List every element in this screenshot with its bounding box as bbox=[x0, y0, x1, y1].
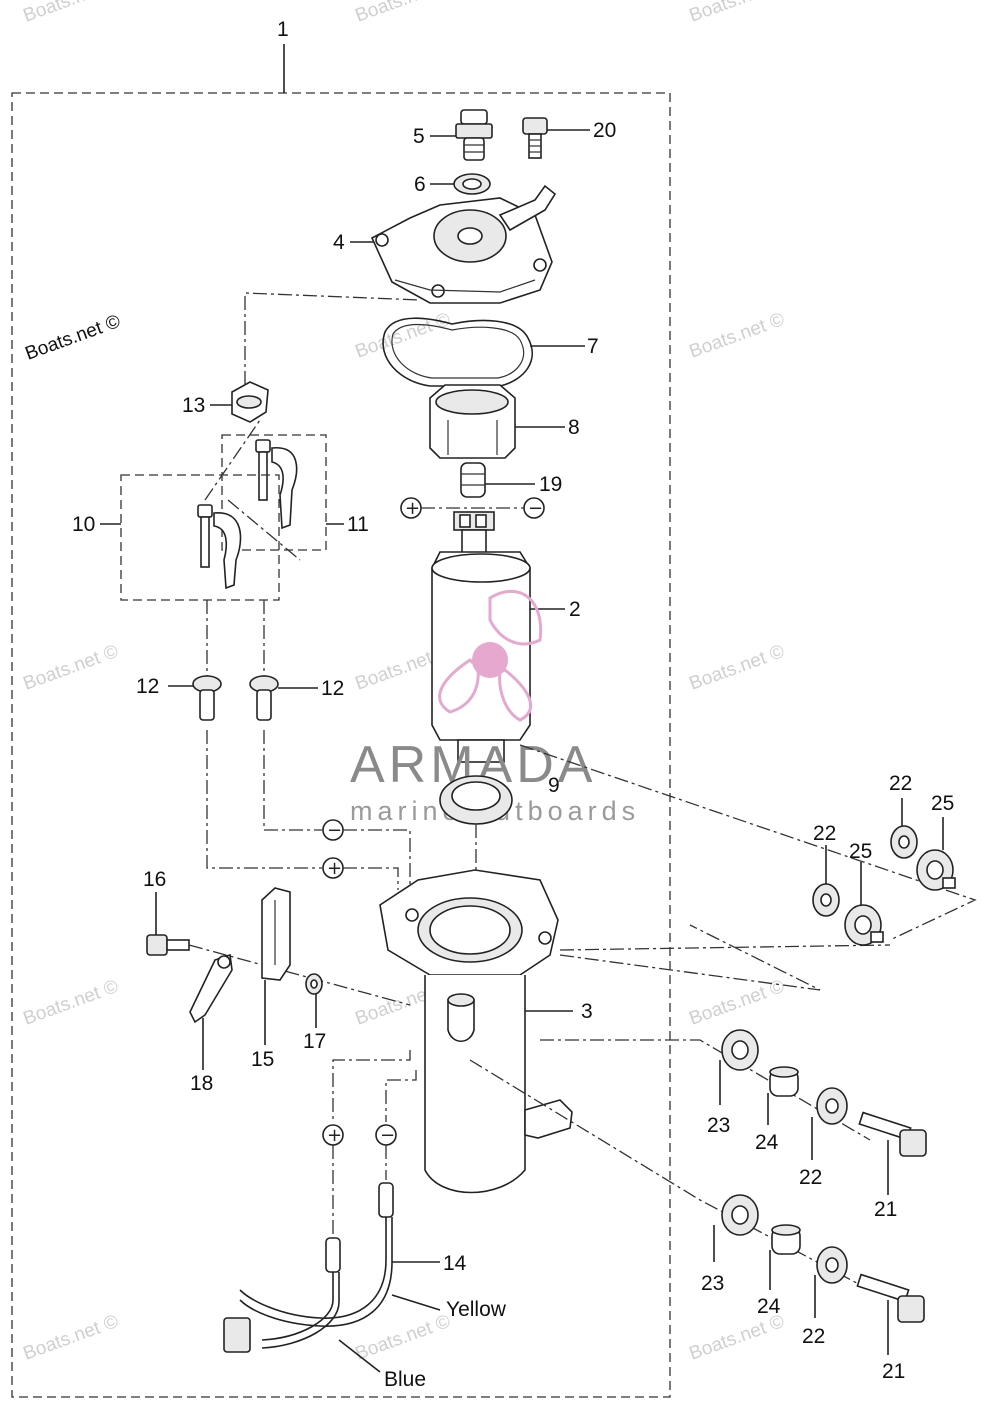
callout-25-upper: 25 bbox=[931, 792, 954, 815]
watermark: Boats.net © bbox=[21, 0, 122, 27]
watermark: Boats.net © bbox=[21, 641, 122, 695]
mount-grommet-part-25-middle bbox=[844, 904, 884, 946]
bolt-part-16 bbox=[146, 934, 190, 956]
callout-12-left: 12 bbox=[136, 675, 159, 698]
callout-3: 3 bbox=[581, 1000, 593, 1023]
gasket-part-7 bbox=[382, 317, 533, 387]
callout-24-lower: 24 bbox=[757, 1295, 781, 1318]
grommet-part-23-upper bbox=[721, 1029, 759, 1071]
callout-21-upper: 21 bbox=[874, 1198, 897, 1221]
svg-text:−: − bbox=[327, 820, 342, 841]
seal-part-9 bbox=[439, 775, 513, 825]
collar-part-24-upper bbox=[769, 1066, 799, 1097]
callout-15: 15 bbox=[251, 1048, 274, 1071]
svg-text:+: + bbox=[327, 858, 342, 879]
watermark: Boats.net © bbox=[687, 641, 788, 695]
mount-washer-part-22-middle bbox=[812, 883, 840, 917]
mount-grommet-part-25-upper bbox=[916, 849, 956, 891]
watermark: Boats.net © bbox=[353, 0, 454, 27]
holder-part-8 bbox=[429, 384, 516, 459]
callout-11: 11 bbox=[347, 513, 369, 536]
cap-part-13 bbox=[231, 381, 269, 423]
watermark: Boats.net © bbox=[353, 1311, 454, 1365]
callout-24-upper: 24 bbox=[755, 1131, 779, 1154]
callout-12-right: 12 bbox=[321, 677, 344, 700]
callout-23-upper: 23 bbox=[707, 1114, 730, 1137]
callout-1: 1 bbox=[277, 18, 289, 41]
o-ring-part-6 bbox=[453, 173, 491, 195]
bolt-part-21-lower bbox=[856, 1273, 925, 1323]
svg-text:+: + bbox=[327, 1125, 342, 1146]
callout-14: 14 bbox=[443, 1252, 467, 1275]
washer-part-22-lower-b bbox=[816, 1246, 848, 1284]
callout-17: 17 bbox=[303, 1030, 326, 1053]
svg-text:−: − bbox=[528, 498, 543, 519]
callout-6: 6 bbox=[414, 173, 426, 196]
watermark: Boats.net © bbox=[21, 976, 122, 1030]
armada-logo bbox=[438, 589, 543, 722]
callout-19: 19 bbox=[539, 473, 562, 496]
lead-wire-part-11 bbox=[255, 439, 298, 530]
watermark: Boats.net © bbox=[687, 976, 788, 1030]
callout-16: 16 bbox=[143, 868, 166, 891]
callout-22-lower-b: 22 bbox=[802, 1325, 825, 1348]
bracket-part-15 bbox=[261, 887, 291, 981]
assembly-frame bbox=[11, 92, 671, 1398]
washer-part-22-lower-a bbox=[816, 1087, 848, 1125]
filter-part-19 bbox=[460, 462, 486, 498]
svg-text:−: − bbox=[380, 1125, 395, 1146]
screw-part-20 bbox=[522, 117, 548, 159]
mount-washer-part-22-upper bbox=[890, 825, 918, 859]
lead-wire-box-part-11 bbox=[221, 434, 327, 551]
wire-harness-part-14 bbox=[223, 1182, 394, 1353]
wire-label-yellow: Yellow bbox=[446, 1298, 507, 1321]
bolt-part-21-upper bbox=[858, 1111, 927, 1157]
credit-text: Boats.net © bbox=[23, 311, 124, 365]
callout-7: 7 bbox=[587, 335, 599, 358]
watermark: Boats.net © bbox=[21, 1311, 122, 1365]
callout-20: 20 bbox=[593, 119, 616, 142]
nut-part-12-right bbox=[249, 675, 279, 721]
callout-9: 9 bbox=[548, 774, 560, 797]
washer-part-17 bbox=[305, 973, 323, 995]
callout-22-lower-a: 22 bbox=[799, 1166, 822, 1189]
watermark: Boats.net © bbox=[353, 309, 454, 363]
lead-wire-part-10 bbox=[197, 504, 242, 590]
callout-18: 18 bbox=[190, 1072, 213, 1095]
callout-22-upper: 22 bbox=[889, 772, 912, 795]
callout-22-middle: 22 bbox=[813, 822, 836, 845]
watermark: Boats.net © bbox=[687, 1311, 788, 1365]
watermark: Boats.net © bbox=[687, 309, 788, 363]
nut-part-12-left bbox=[192, 675, 222, 721]
fitting-part-5 bbox=[455, 109, 493, 161]
clamp-part-18 bbox=[189, 953, 233, 1024]
watermark: Boats.net © bbox=[687, 0, 788, 27]
callout-21-lower: 21 bbox=[882, 1360, 905, 1383]
callout-8: 8 bbox=[568, 416, 580, 439]
callout-5: 5 bbox=[413, 125, 425, 148]
callout-25-middle: 25 bbox=[849, 840, 872, 863]
callout-13: 13 bbox=[182, 394, 205, 417]
callout-10: 10 bbox=[72, 513, 95, 536]
lead-wire-box-part-10 bbox=[120, 474, 280, 601]
callout-23-lower: 23 bbox=[701, 1272, 724, 1295]
collar-part-24-lower bbox=[771, 1224, 801, 1255]
pump-cover-part-4 bbox=[370, 184, 557, 304]
svg-text:+: + bbox=[405, 498, 420, 519]
wire-label-blue: Blue bbox=[384, 1368, 426, 1391]
callout-4: 4 bbox=[333, 231, 345, 254]
fuel-pump-part-2 bbox=[431, 511, 531, 763]
grommet-part-23-lower bbox=[721, 1194, 759, 1236]
housing-part-3 bbox=[379, 869, 573, 1194]
callout-2: 2 bbox=[569, 598, 581, 621]
